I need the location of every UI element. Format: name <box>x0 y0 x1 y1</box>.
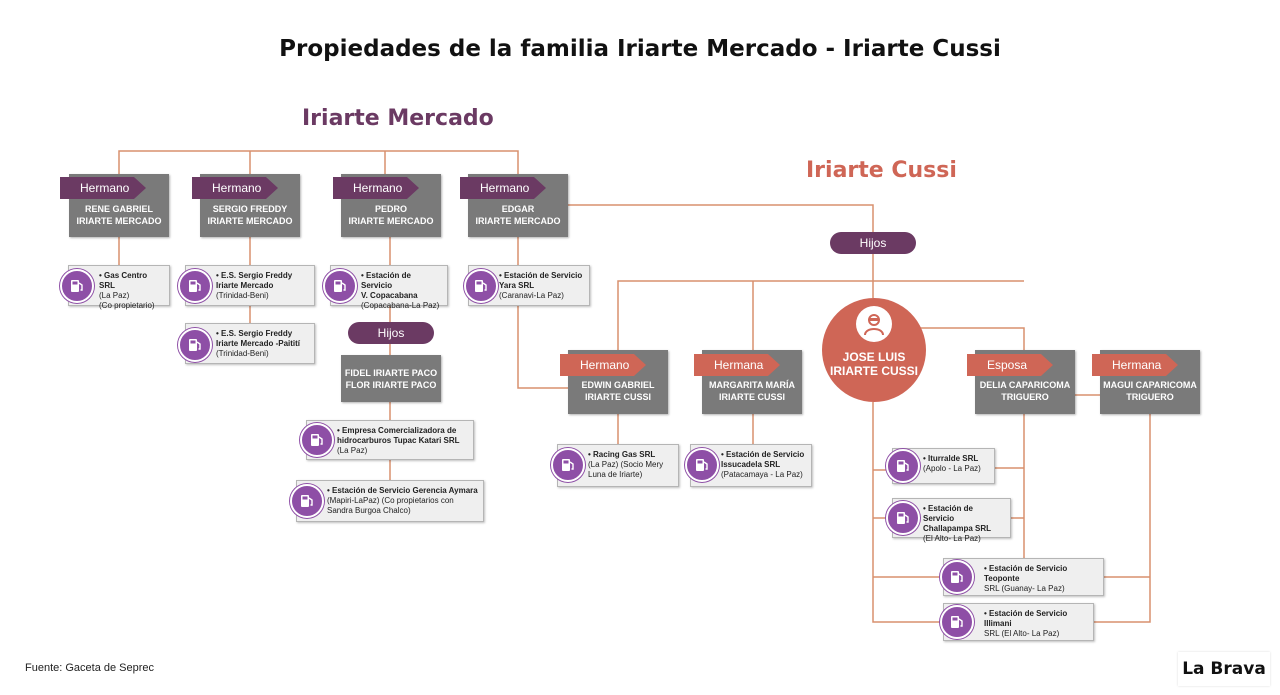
role-tag: Esposa <box>967 354 1053 376</box>
property-name: • Estación de Servicio Illimani <box>984 609 1068 628</box>
role-tag: Hermana <box>694 354 780 376</box>
property-detail: (Patacamaya - La Paz) <box>721 470 803 479</box>
fuel-pump-icon <box>60 269 94 303</box>
property-name: • Estación de Servicio Yara SRL <box>499 271 583 290</box>
property-detail: (La Paz) <box>337 446 368 455</box>
property-name: • Estación de Servicio V. Copacabana <box>361 271 418 300</box>
family-heading-mercado: Iriarte Mercado <box>302 106 494 131</box>
property-name: • Estación de Servicio Challapampa SRL <box>923 504 992 533</box>
hijos-label: Hijos <box>348 322 434 344</box>
property-detail: (Trinidad-Beni) <box>216 291 269 300</box>
property-detail: (Caranavi-La Paz) <box>499 291 564 300</box>
role-tag: Hermano <box>192 177 278 199</box>
role-tag: Hermana <box>1092 354 1178 376</box>
property-detail: (El Alto- La Paz) <box>923 534 981 543</box>
role-tag: Hermano <box>460 177 546 199</box>
person-name: EDWIN GABRIEL IRIARTE CUSSI <box>581 380 655 402</box>
role-tag: Hermano <box>333 177 419 199</box>
role-tag: Hermano <box>60 177 146 199</box>
property-detail: (Mapiri-LaPaz) (Co propietarios con Sand… <box>327 496 454 515</box>
brand-logo: La Brava <box>1178 652 1270 686</box>
person-name: DELIA CAPARICOMA TRIGUERO <box>979 380 1071 402</box>
fuel-pump-icon <box>323 269 357 303</box>
fuel-pump-icon <box>290 484 324 518</box>
property-name: • Estación de Servicio Issucadela SRL <box>721 450 805 469</box>
property-name: • Gas Centro SRL <box>99 271 148 290</box>
fuel-pump-icon <box>178 328 212 362</box>
property-name: • E.S. Sergio Freddy Iriarte Mercado <box>216 271 293 290</box>
property-gerencia-aymara: • Estación de Servicio Gerencia Aymara (… <box>296 480 484 522</box>
person-name: SERGIO FREDDY IRIARTE MERCADO <box>207 203 293 226</box>
fuel-pump-icon <box>178 269 212 303</box>
fuel-pump-icon <box>886 501 920 535</box>
property-detail: SRL (Guanay- La Paz) <box>984 584 1065 593</box>
source-note: Fuente: Gaceta de Seprec <box>25 662 155 674</box>
role-tag: Hermano <box>560 354 646 376</box>
property-name: • Estación de Servicio Teoponte <box>984 564 1068 583</box>
property-racing-gas: • Racing Gas SRL (La Paz) (Socio Mery Lu… <box>557 444 679 487</box>
property-detail: SRL (El Alto- La Paz) <box>984 629 1060 638</box>
person-pedro-children: FIDEL IRIARTE PACO FLOR IRIARTE PACO <box>341 355 441 402</box>
person-name: PEDRO IRIARTE MERCADO <box>348 203 434 226</box>
person-name: FIDEL IRIARTE PACO FLOR IRIARTE PACO <box>344 367 438 390</box>
property-name: • Empresa Comercializadora de hidrocarbu… <box>337 426 460 445</box>
person-name: RENE GABRIEL IRIARTE MERCADO <box>76 203 162 226</box>
person-jose-luis: JOSE LUIS IRIARTE CUSSI <box>822 298 926 402</box>
fuel-pump-icon <box>300 423 334 457</box>
fuel-pump-icon <box>940 605 974 639</box>
property-teoponte: • Estación de Servicio Teoponte SRL (Gua… <box>943 558 1104 596</box>
person-name: MAGUI CAPARICOMA TRIGUERO <box>1103 380 1197 402</box>
person-name: EDGAR IRIARTE MERCADO <box>475 203 561 226</box>
property-name: • E.S. Sergio Freddy Iriarte Mercado -Pa… <box>216 329 301 348</box>
page-title: Propiedades de la familia Iriarte Mercad… <box>279 36 1001 62</box>
property-detail: (Copacabana-La Paz) <box>361 301 440 310</box>
property-name: • Racing Gas SRL <box>588 450 656 459</box>
hijos-label: Hijos <box>830 232 916 254</box>
property-name: • Estación de Servicio Gerencia Aymara <box>327 486 478 495</box>
property-detail: (La Paz) (Co propietario) <box>99 291 155 310</box>
fuel-pump-icon <box>551 448 585 482</box>
person-name: MARGARITA MARÍA IRIARTE CUSSI <box>709 380 795 402</box>
fuel-pump-icon <box>886 449 920 483</box>
property-name: • Iturralde SRL <box>923 454 979 463</box>
property-detail: (Trinidad-Beni) <box>216 349 269 358</box>
property-detail: (La Paz) (Socio Mery Luna de Iriarte) <box>588 460 664 479</box>
fuel-pump-icon <box>464 269 498 303</box>
fuel-pump-icon <box>940 560 974 594</box>
property-detail: (Apolo - La Paz) <box>923 464 981 473</box>
family-heading-cussi: Iriarte Cussi <box>806 158 957 183</box>
person-name: JOSE LUIS IRIARTE CUSSI <box>829 350 918 378</box>
fuel-pump-icon <box>685 448 719 482</box>
property-tupac-katari: • Empresa Comercializadora de hidrocarbu… <box>306 420 474 460</box>
person-icon <box>856 306 892 342</box>
